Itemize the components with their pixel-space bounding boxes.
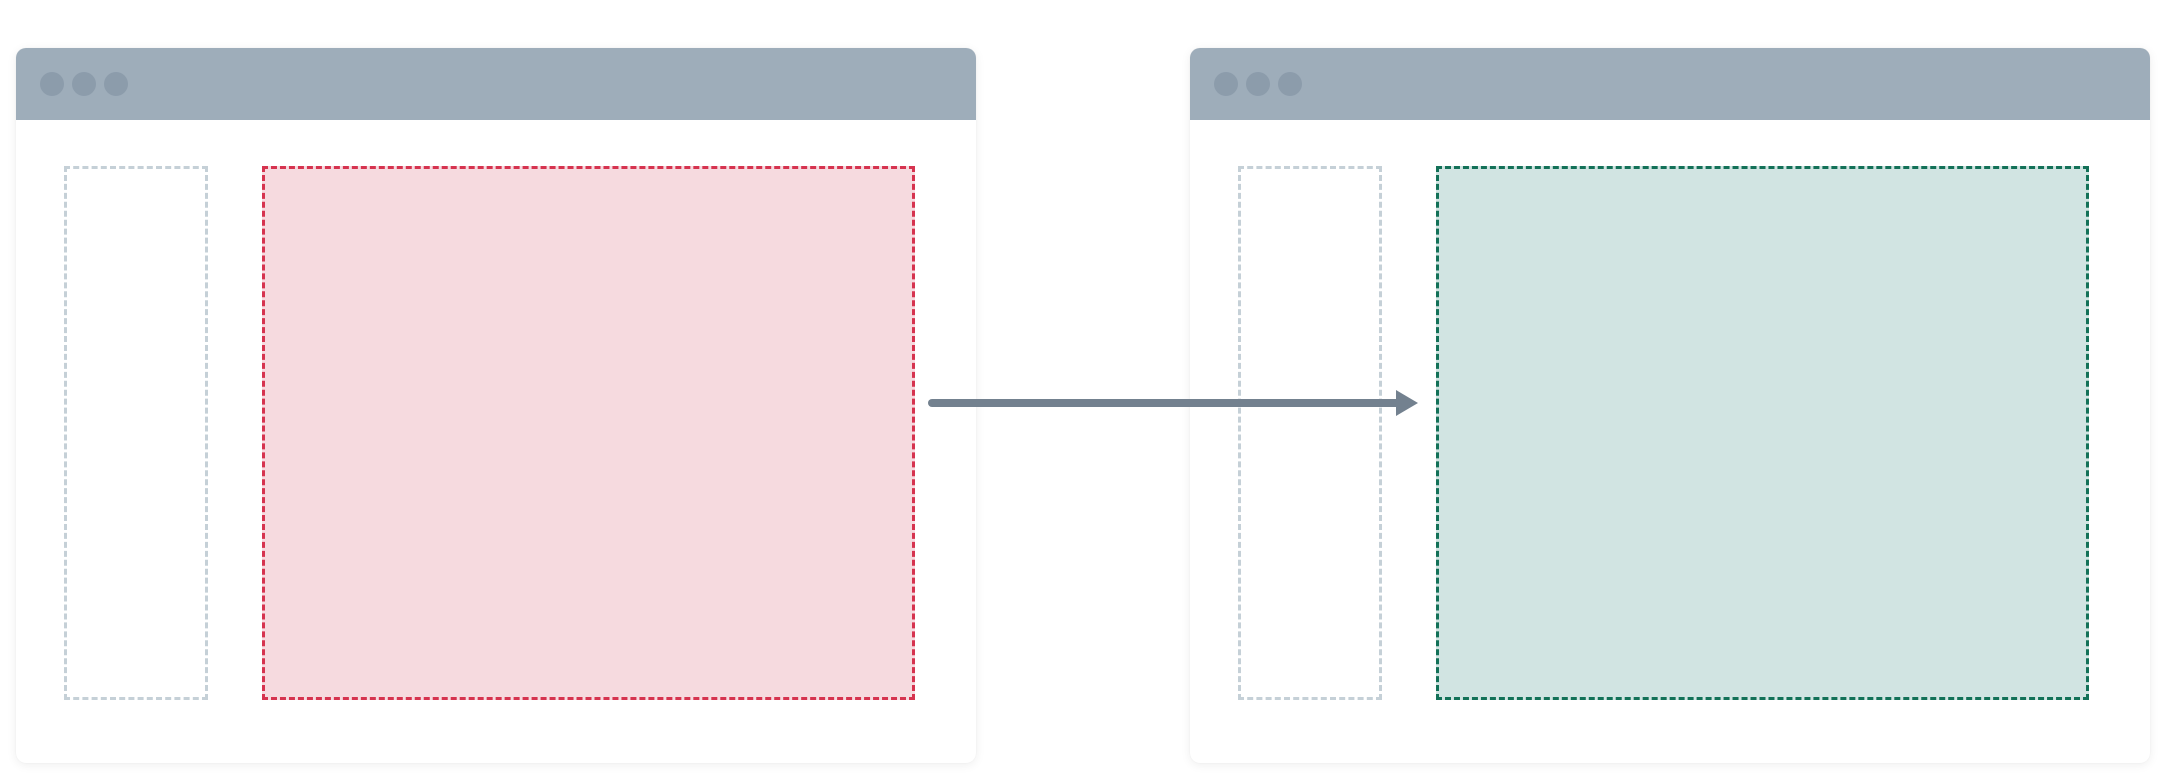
after-window [1190, 48, 2150, 763]
after-main-content-added [1436, 166, 2089, 700]
window-control-dot-3[interactable] [104, 72, 128, 96]
window-control-dot-3[interactable] [1278, 72, 1302, 96]
window-control-dot-2[interactable] [72, 72, 96, 96]
window-control-dot-1[interactable] [40, 72, 64, 96]
before-main-content-removed [262, 166, 915, 700]
before-sidebar-placeholder [64, 166, 208, 700]
window-control-dot-1[interactable] [1214, 72, 1238, 96]
after-window-titlebar [1190, 48, 2150, 120]
before-window [16, 48, 976, 763]
after-sidebar-placeholder [1238, 166, 1382, 700]
before-window-titlebar [16, 48, 976, 120]
window-control-dot-2[interactable] [1246, 72, 1270, 96]
